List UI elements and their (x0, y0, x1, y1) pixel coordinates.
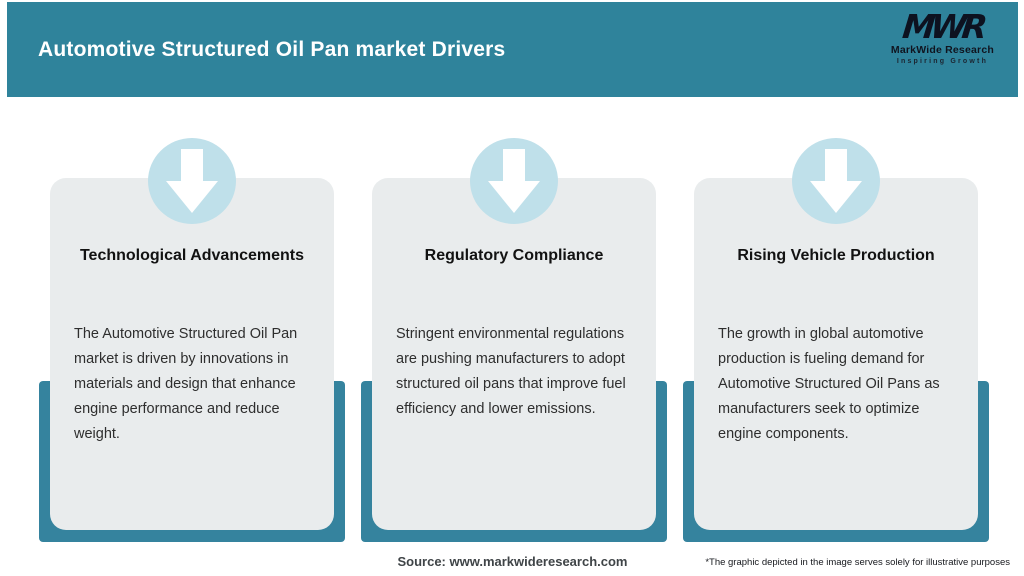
card-title: Technological Advancements (79, 247, 305, 264)
card-title: Regulatory Compliance (424, 247, 604, 264)
card-body: Regulatory Compliance Stringent environm… (372, 178, 656, 530)
card-title: Rising Vehicle Production (737, 247, 935, 264)
card-description: The growth in global automotive producti… (718, 326, 940, 442)
down-arrow-icon (148, 138, 236, 224)
down-arrow-icon (470, 138, 558, 224)
logo-name: MarkWide Research (890, 44, 994, 56)
header-bar: Automotive Structured Oil Pan market Dri… (7, 2, 1018, 97)
card-body: Technological Advancements The Automotiv… (50, 178, 334, 530)
disclaimer-text: *The graphic depicted in the image serve… (705, 557, 1010, 568)
card-body: Rising Vehicle Production The growth in … (694, 178, 978, 530)
driver-card-rising-vehicle-production: Rising Vehicle Production The growth in … (683, 0, 989, 576)
card-description: The Automotive Structured Oil Pan market… (74, 326, 298, 442)
driver-card-technological-advancements: Technological Advancements The Automotiv… (39, 0, 345, 576)
page-title: Automotive Structured Oil Pan market Dri… (38, 37, 506, 61)
source-text: Source: www.markwideresearch.com (397, 554, 628, 569)
logo-tagline: Inspiring Growth (896, 57, 989, 65)
driver-card-regulatory-compliance: Regulatory Compliance Stringent environm… (361, 0, 667, 576)
markwide-research-logo: MWR MarkWide Research Inspiring Growth (890, 7, 994, 65)
card-description: Stringent environmental regulations are … (396, 326, 626, 417)
down-arrow-icon (792, 138, 880, 224)
